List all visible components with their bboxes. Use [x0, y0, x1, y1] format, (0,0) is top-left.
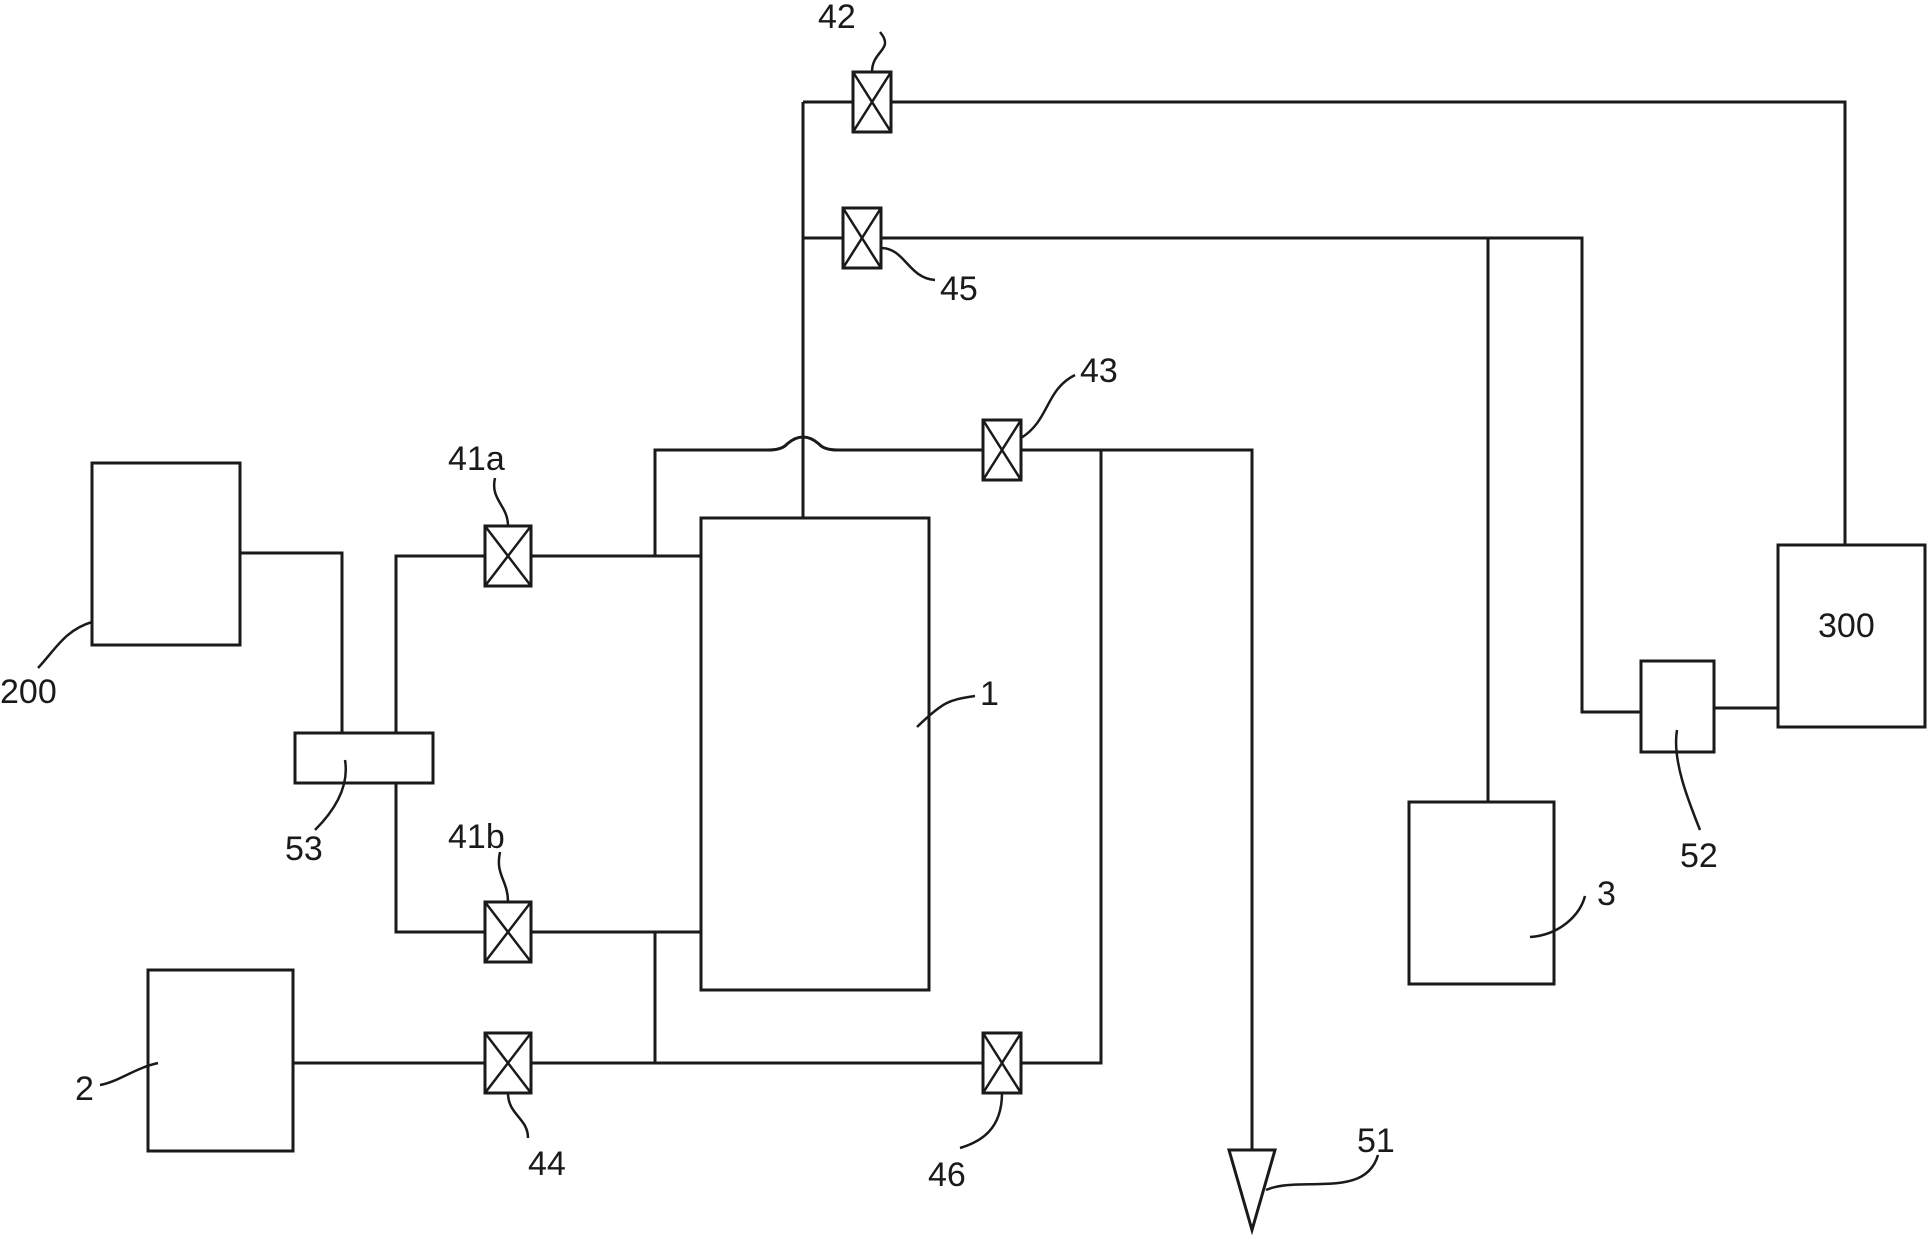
pipe-41a: [394, 554, 701, 864]
leader-lines: [37, 31, 1702, 1192]
valve-43-icon[interactable]: [981, 418, 1023, 482]
pipe-network: [240, 100, 1847, 1150]
pipe-right-vertical: [1021, 450, 1103, 1065]
label-2: 2: [75, 1070, 94, 1108]
leader-3: [1529, 895, 1587, 939]
leader-1: [916, 694, 976, 728]
label-51: 51: [1357, 1122, 1395, 1160]
label-53: 53: [285, 830, 323, 868]
unit-300: [1776, 543, 1927, 729]
label-44: 44: [528, 1145, 566, 1183]
valve-45-icon[interactable]: [841, 206, 883, 270]
label-41a: 41a: [448, 440, 505, 478]
pipe-41b: [394, 758, 701, 934]
label-42: 42: [818, 0, 856, 36]
pipe-200-to-53: [240, 551, 344, 733]
leader-42: [870, 31, 887, 73]
leader-41b: [497, 851, 510, 903]
label-1: 1: [980, 675, 999, 713]
nozzle-51: [1227, 1148, 1277, 1236]
valve-44-icon[interactable]: [483, 1031, 533, 1095]
unit-2: [146, 968, 295, 1153]
label-46: 46: [928, 1156, 966, 1194]
leader-2: [99, 1061, 159, 1087]
leader-41a: [492, 477, 510, 527]
label-52: 52: [1680, 837, 1718, 875]
label-200: 200: [0, 673, 57, 711]
device-52: [1639, 659, 1716, 754]
leader-53: [314, 759, 348, 831]
device-53: [293, 731, 435, 785]
leader-44: [506, 1092, 530, 1139]
leader-45: [880, 246, 936, 282]
vessel-1-body: [699, 516, 931, 992]
pipe-45-header: [803, 236, 1641, 714]
label-300: 300: [1818, 607, 1875, 645]
unit-3: [1407, 800, 1556, 986]
leader-52: [1674, 729, 1702, 831]
valve-41b-icon[interactable]: [483, 900, 533, 964]
labels: 42 45 43 41a 41b 44 46 1 2 3 200 300 53 …: [0, 0, 1875, 1194]
pipe-top-loop-43: [653, 435, 1254, 1150]
unit-200: [90, 461, 242, 647]
label-3: 3: [1597, 875, 1616, 913]
valve-46-icon[interactable]: [981, 1031, 1023, 1095]
pipe-42-to-300: [803, 100, 1847, 545]
valve-42-icon[interactable]: [851, 70, 893, 134]
leader-46: [959, 1092, 1004, 1150]
vessel-1: [699, 516, 931, 992]
leader-43: [1020, 373, 1076, 440]
label-45: 45: [940, 270, 978, 308]
label-43: 43: [1080, 352, 1118, 390]
valve-41a-icon[interactable]: [483, 524, 533, 588]
label-41b: 41b: [448, 818, 505, 856]
leader-200: [37, 620, 93, 669]
leader-51: [1265, 1154, 1380, 1192]
